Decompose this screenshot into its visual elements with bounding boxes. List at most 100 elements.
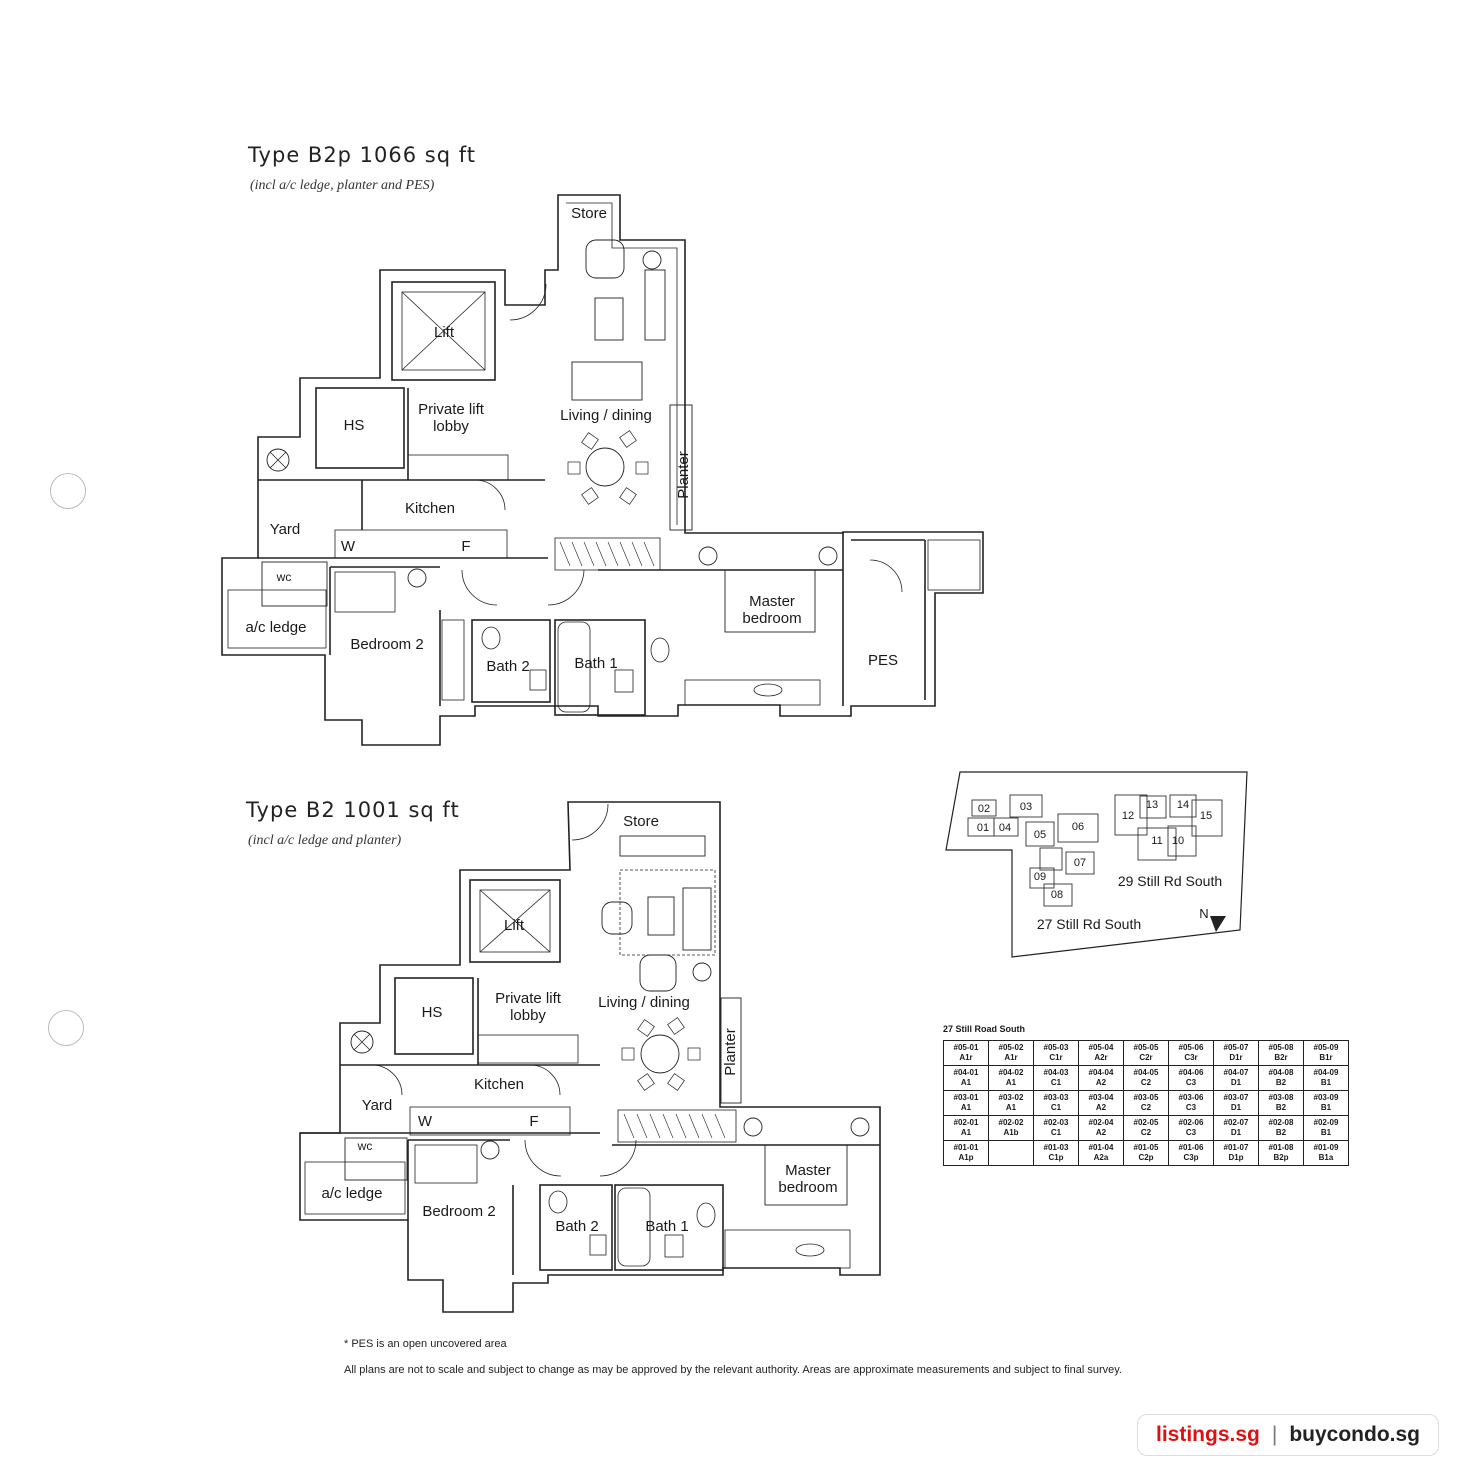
unit-number: #05-05: [1133, 1043, 1159, 1052]
unit-number: #03-07: [1223, 1093, 1249, 1102]
b2-kitchen-label: Kitchen: [474, 1076, 524, 1093]
unit-number: #04-05: [1133, 1068, 1159, 1077]
unit-type: B2: [1275, 1128, 1287, 1137]
plan-b2-subtitle: (incl a/c ledge and planter): [248, 833, 402, 848]
unit-number: #02-05: [1133, 1118, 1159, 1127]
b2-lift-label: Lift: [504, 917, 525, 934]
site-block-02: 02: [978, 803, 990, 815]
b2-fridge-label: F: [529, 1113, 538, 1130]
unit-number: #04-01: [953, 1068, 979, 1077]
unit-number: #05-06: [1178, 1043, 1204, 1052]
site-block-15: 15: [1200, 810, 1212, 822]
unit-number: #04-03: [1043, 1068, 1069, 1077]
unit-type: B1a: [1318, 1153, 1334, 1162]
disclaimer-note: All plans are not to scale and subject t…: [344, 1364, 1122, 1376]
b2-ac-ledge-label: a/c ledge: [322, 1185, 383, 1202]
unit-type: B1r: [1319, 1053, 1333, 1062]
b2-bedroom2-label: Bedroom 2: [422, 1203, 495, 1220]
unit-type: A1: [960, 1078, 972, 1087]
unit-number: #03-02: [998, 1093, 1024, 1102]
b2-hs-label: HS: [422, 1004, 443, 1021]
unit-type: A1p: [958, 1153, 974, 1162]
unit-type: C2: [1140, 1128, 1152, 1137]
plan-b2p-title: Type B2p 1066 sq ft: [248, 143, 477, 167]
unit-type: A2: [1095, 1078, 1107, 1087]
unit-number: #04-02: [998, 1068, 1024, 1077]
unit-number: #01-03: [1043, 1143, 1069, 1152]
b2p-bedroom2-label: Bedroom 2: [350, 636, 423, 653]
unit-type: C3p: [1183, 1153, 1199, 1162]
unit-type: A2: [1095, 1128, 1107, 1137]
unit-type: C3: [1185, 1128, 1197, 1137]
b2-master-label-2: bedroom: [778, 1179, 837, 1196]
b2p-lift-label: Lift: [434, 324, 455, 341]
b2p-fridge-label: F: [461, 538, 470, 555]
unit-type: A2: [1095, 1103, 1107, 1112]
unit-number: #04-06: [1178, 1068, 1204, 1077]
brand-listings-link[interactable]: listings.sg: [1156, 1423, 1260, 1446]
north-label: N: [1199, 906, 1208, 921]
unit-type: C1: [1050, 1128, 1062, 1137]
b2p-yard-label: Yard: [270, 521, 301, 538]
unit-type: B2r: [1274, 1053, 1288, 1062]
floor-plan-b2p: Store Lift HS Private lift lobby Living …: [221, 194, 984, 746]
site-block-10: 10: [1172, 835, 1184, 847]
b2p-washer-label: W: [341, 538, 356, 555]
unit-type: C2: [1140, 1078, 1152, 1087]
b2p-master-label-2: bedroom: [742, 610, 801, 627]
plan-b2p-subtitle: (incl a/c ledge, planter and PES): [250, 178, 435, 193]
b2-store-label: Store: [623, 813, 659, 830]
unit-type: C3: [1185, 1078, 1197, 1087]
unit-number: #05-02: [998, 1043, 1024, 1052]
b2p-bath1-label: Bath 1: [574, 655, 617, 672]
unit-type: B1: [1320, 1078, 1332, 1087]
unit-number: #05-09: [1313, 1043, 1339, 1052]
unit-number: #01-01: [953, 1143, 979, 1152]
site-block-03: 03: [1020, 801, 1032, 813]
unit-number: #02-09: [1313, 1118, 1339, 1127]
unit-number: #05-04: [1088, 1043, 1114, 1052]
b2p-hs-label: HS: [344, 417, 365, 434]
b2-bath2-label: Bath 2: [555, 1218, 598, 1235]
unit-number: #04-07: [1223, 1068, 1249, 1077]
b2p-kitchen-label: Kitchen: [405, 500, 455, 517]
unit-number: #01-06: [1178, 1143, 1204, 1152]
unit-number: #03-01: [953, 1093, 979, 1102]
unit-number: #03-08: [1268, 1093, 1294, 1102]
unit-type: B2p: [1273, 1153, 1289, 1162]
unit-number: #02-02: [998, 1118, 1024, 1127]
unit-cell: [988, 1140, 1034, 1166]
b2p-lobby-label-2: lobby: [433, 418, 469, 435]
unit-type: C3: [1185, 1103, 1197, 1112]
unit-number: #01-09: [1313, 1143, 1339, 1152]
b2p-master-label-1: Master: [749, 593, 795, 610]
brand-buycondo-link[interactable]: buycondo.sg: [1289, 1423, 1420, 1446]
